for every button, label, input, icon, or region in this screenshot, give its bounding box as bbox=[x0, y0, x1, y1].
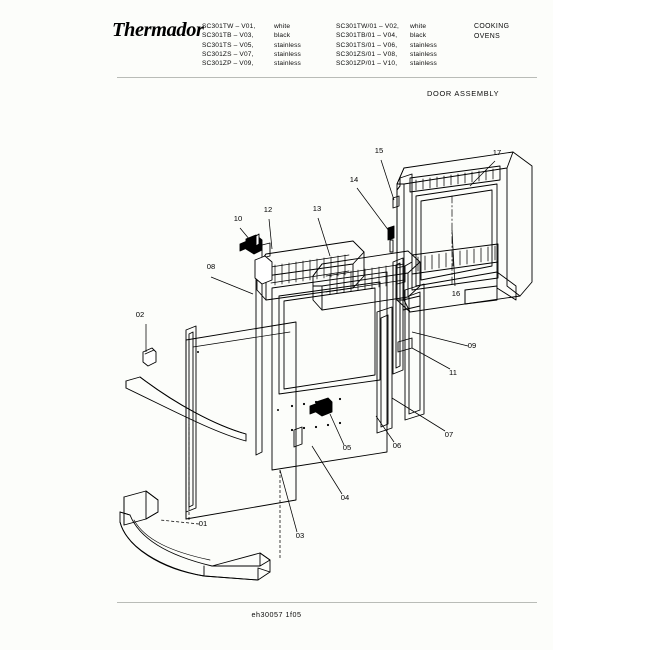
model-table: SC301TW – V01, white SC301TW/01 – V02, w… bbox=[202, 22, 454, 68]
model-code-left: SC301TS – V05, bbox=[202, 41, 254, 49]
table-row: SC301ZP – V09, stainless SC301ZP/01 – V1… bbox=[202, 59, 454, 68]
model-finish-left: stainless bbox=[274, 60, 302, 68]
assembly-title: DOOR ASSEMBLY bbox=[427, 89, 500, 98]
model-code-left: SC301ZP – V09, bbox=[202, 60, 254, 68]
table-row: SC301TW – V01, white SC301TW/01 – V02, w… bbox=[202, 22, 454, 31]
model-code-right: SC301TS/01 – V06, bbox=[336, 41, 398, 49]
model-finish-right: white bbox=[410, 23, 427, 30]
category-line-1: COOKING bbox=[474, 23, 510, 30]
footer-divider bbox=[117, 602, 537, 603]
table-row: SC301TS – V05, stainless SC301TS/01 – V0… bbox=[202, 41, 454, 50]
model-finish-right: stainless bbox=[410, 60, 438, 68]
model-code-right: SC301ZP/01 – V10, bbox=[336, 60, 398, 68]
model-finish-right: stainless bbox=[410, 41, 438, 49]
model-finish-right: black bbox=[410, 32, 427, 40]
table-row: SC301ZS – V07, stainless SC301ZS/01 – V0… bbox=[202, 50, 454, 59]
model-table-body: SC301TW – V01, white SC301TW/01 – V02, w… bbox=[202, 22, 454, 68]
model-finish-left: black bbox=[274, 32, 291, 40]
category-line-2: OVENS bbox=[474, 32, 501, 40]
model-code-left: SC301TW – V01, bbox=[202, 23, 256, 30]
model-number-table: SC301TW – V01, white SC301TW/01 – V02, w… bbox=[202, 22, 454, 68]
brand-logo: Thermador bbox=[112, 19, 204, 41]
model-code-left: SC301TB – V03, bbox=[202, 32, 254, 40]
header-divider bbox=[117, 77, 537, 78]
table-row: SC301TB – V03, black SC301TB/01 – V04, b… bbox=[202, 31, 454, 40]
model-code-right: SC301TB/01 – V04, bbox=[336, 32, 398, 40]
model-finish-left: stainless bbox=[274, 41, 302, 49]
document-code: eh30057 1f05 bbox=[251, 610, 302, 619]
model-finish-left: white bbox=[274, 23, 291, 30]
model-finish-right: stainless bbox=[410, 50, 438, 58]
model-code-right: SC301TW/01 – V02, bbox=[336, 23, 400, 30]
model-finish-left: stainless bbox=[274, 50, 302, 58]
product-category-label: COOKING OVENS bbox=[474, 22, 509, 41]
model-code-left: SC301ZS – V07, bbox=[202, 50, 254, 58]
model-code-right: SC301ZS/01 – V08, bbox=[336, 50, 398, 58]
